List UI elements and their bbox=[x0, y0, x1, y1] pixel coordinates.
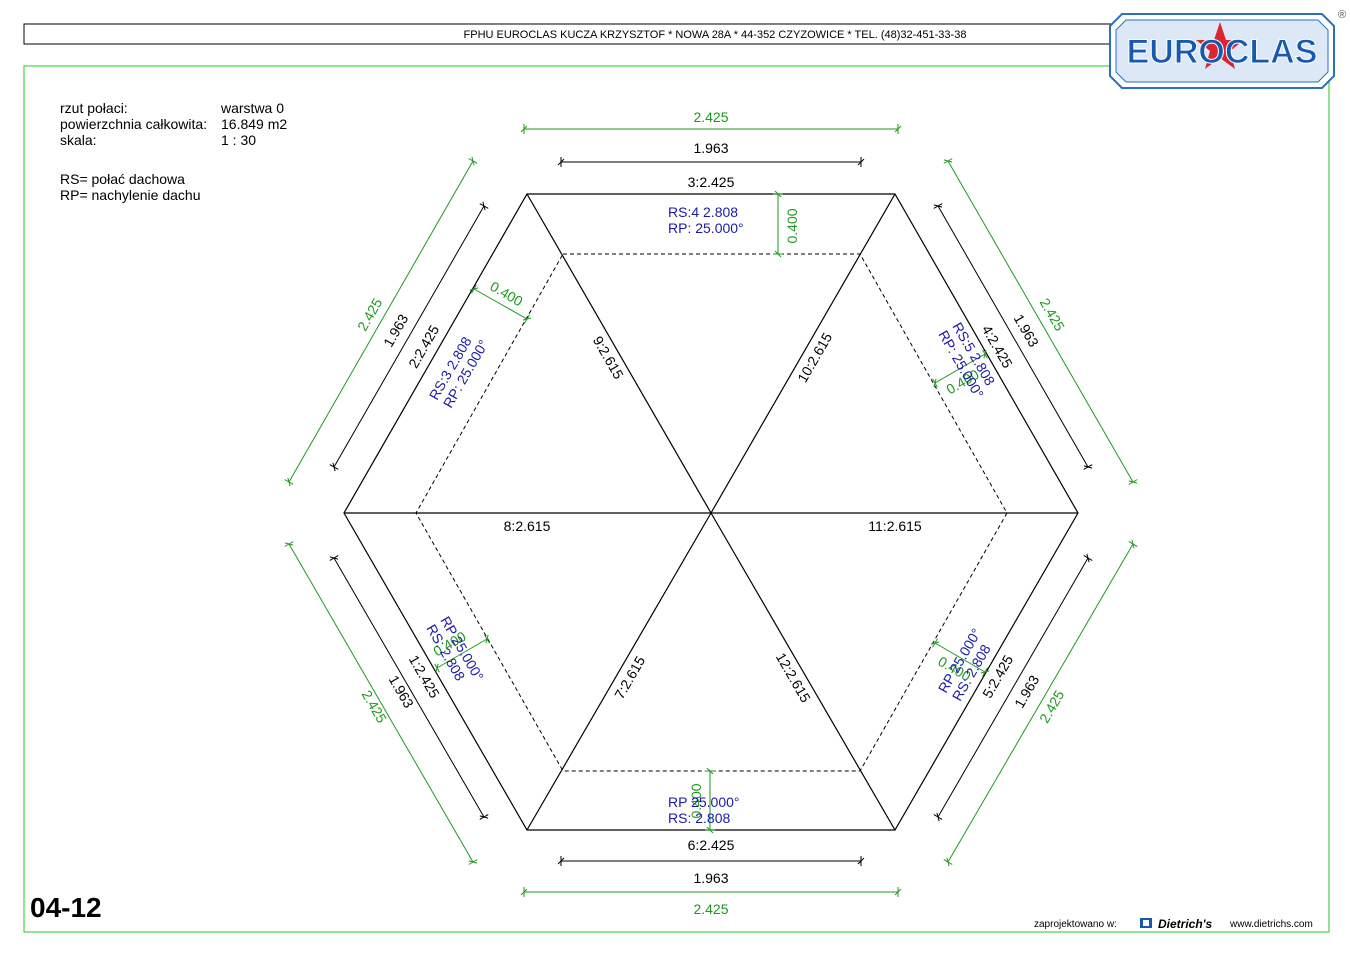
designed-label: zaprojektowano w: bbox=[1034, 919, 1117, 930]
dim-outer-lower-right bbox=[943, 539, 1138, 867]
hip-line-9 bbox=[526, 193, 712, 514]
edge-label-12: 12:2.615 bbox=[773, 650, 814, 705]
dim-inner-lower-left bbox=[329, 555, 489, 820]
dim-inner-lower-left-label: 1.963 bbox=[386, 672, 417, 711]
dim-offset-bottom-label: 0.400 bbox=[688, 783, 704, 818]
dim-outer-upper-right-label: 2.425 bbox=[1037, 295, 1068, 334]
scale-label: skala: bbox=[60, 132, 97, 148]
dim-inner-upper-left-label: 1.963 bbox=[380, 311, 411, 350]
legend-rs: RS= połać dachowa bbox=[60, 171, 185, 187]
dim-offset-lower-left bbox=[434, 634, 490, 673]
dim-outer-upper-left bbox=[284, 156, 478, 487]
dim-inner-lower-right-label: 1.963 bbox=[1011, 672, 1042, 711]
hip-line-7 bbox=[526, 512, 712, 831]
dim-outer-lower-right-label: 2.425 bbox=[1036, 687, 1067, 726]
dim-outer-bottom-label: 2.425 bbox=[693, 901, 728, 917]
dim-offset-upper-right bbox=[932, 349, 988, 388]
dim-outer-upper-left-label: 2.425 bbox=[354, 295, 385, 334]
edge-label-6: 6:2.425 bbox=[688, 837, 735, 853]
hip-line-10 bbox=[710, 193, 896, 514]
website: www.dietrichs.com bbox=[1229, 919, 1313, 930]
hip-line-12 bbox=[710, 512, 896, 831]
scale-value: 1 : 30 bbox=[221, 132, 256, 148]
rzut-value: warstwa 0 bbox=[220, 100, 284, 116]
dim-inner-upper-right bbox=[933, 203, 1093, 470]
plane-top-rp: RP: 25.000° bbox=[668, 220, 744, 236]
plane-top-rs: RS:4 2.808 bbox=[668, 204, 738, 220]
rzut-label: rzut połaci: bbox=[60, 100, 128, 116]
edge-label-3: 3:2.425 bbox=[688, 174, 735, 190]
legend-rp: RP= nachylenie dachu bbox=[60, 187, 201, 203]
edge-label-8: 8:2.615 bbox=[504, 518, 551, 534]
dim-offset-lower-right bbox=[930, 638, 990, 677]
outer-frame bbox=[23, 65, 1330, 933]
euroclas-logo: EUROCLAS bbox=[1109, 13, 1335, 89]
logo-star-icon bbox=[1196, 22, 1244, 69]
dim-offset-upper-left-label: 0.400 bbox=[487, 278, 526, 309]
dietrichs-logo: Dietrich's bbox=[1140, 917, 1213, 931]
plane-bottom-rp: RP 25.000° bbox=[668, 794, 740, 810]
dim-outer-top-label: 2.425 bbox=[693, 109, 728, 125]
dim-offset-upper-left bbox=[469, 284, 532, 324]
dim-inner-bottom-label: 1.963 bbox=[693, 870, 728, 886]
page-number: 04-12 bbox=[30, 892, 102, 923]
dim-outer-lower-left-label: 2.425 bbox=[359, 687, 390, 726]
software-name: Dietrich's bbox=[1158, 917, 1213, 931]
area-value: 16.849 m2 bbox=[221, 116, 287, 132]
dim-inner-upper-left bbox=[329, 201, 489, 472]
dim-inner-top-label: 1.963 bbox=[693, 140, 728, 156]
edge-label-2: 2:2.425 bbox=[405, 322, 442, 371]
area-label: powierzchnia całkowita: bbox=[60, 116, 207, 132]
edge-label-11: 11:2.615 bbox=[868, 518, 922, 534]
edge-label-7: 7:2.615 bbox=[611, 653, 648, 702]
dim-offset-top-label: 0.400 bbox=[784, 208, 800, 243]
registered-mark: ® bbox=[1338, 9, 1346, 21]
dim-inner-lower-right bbox=[933, 553, 1093, 822]
company-line: FPHU EUROCLAS KUCZA KRZYSZTOF * NOWA 28A… bbox=[464, 29, 967, 41]
logo-text: EUROCLAS bbox=[1127, 33, 1318, 71]
dim-outer-upper-right bbox=[943, 158, 1138, 485]
plane-bottom-rs: RS: 2.808 bbox=[668, 810, 730, 826]
